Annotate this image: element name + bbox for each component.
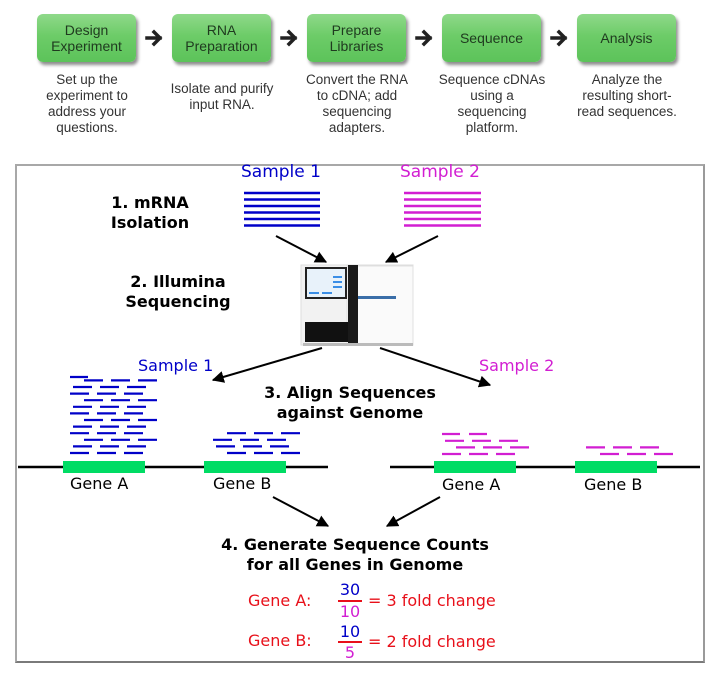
fraction-numerator: 10 <box>339 622 361 641</box>
right-arrow-icon <box>280 29 298 47</box>
right-arrow-icon <box>550 29 568 47</box>
flow-arrow <box>211 347 323 383</box>
gene-box <box>63 461 145 473</box>
gene-a-label-sample1: Gene A <box>70 474 129 493</box>
fraction-numerator: 30 <box>339 580 361 599</box>
gene-box <box>434 461 516 473</box>
flow-arrow <box>384 235 439 263</box>
gene-b-label-sample1: Gene B <box>213 474 272 493</box>
result-gene-label: Gene A: <box>248 591 312 610</box>
gene-box <box>204 461 286 473</box>
sample1-label: Sample 1 <box>241 162 321 182</box>
gene-box <box>575 461 657 473</box>
step-title-line: Analysis <box>600 30 653 46</box>
step-title-line: Experiment <box>51 38 122 54</box>
right-arrow-icon <box>415 29 433 47</box>
step-title-line: Prepare <box>331 22 382 38</box>
sample2-label: Sample 2 <box>400 162 480 182</box>
step-title-line: Preparation <box>185 38 258 54</box>
fold-change-text: = 2 fold change <box>368 632 496 651</box>
flow-arrow <box>379 347 492 388</box>
gene-a-label-sample2: Gene A <box>442 475 501 494</box>
fraction-bar <box>338 600 362 602</box>
step-sequence[interactable]: Sequence <box>442 14 541 62</box>
sample1-align-label: Sample 1 <box>138 356 214 375</box>
result-gene-label: Gene B: <box>248 631 312 650</box>
illumina-sequencer-image <box>300 264 414 346</box>
flow-arrow <box>272 496 330 527</box>
step-title-line: Design <box>64 22 109 38</box>
step-title-line: RNA <box>206 22 237 38</box>
flow-arrow <box>275 235 328 263</box>
step-analysis[interactable]: Analysis <box>577 14 676 62</box>
fraction-denominator: 5 <box>344 643 356 662</box>
fold-change-text: = 3 fold change <box>368 591 496 610</box>
fraction-bar <box>338 641 362 643</box>
fraction-denominator: 10 <box>339 602 361 621</box>
gene-b-label-sample2: Gene B <box>584 475 643 494</box>
sample2-align-label: Sample 2 <box>479 356 555 375</box>
right-arrow-icon <box>145 29 163 47</box>
step-title-line: Libraries <box>329 38 384 54</box>
flow-arrow <box>385 496 441 527</box>
step-title-line: Sequence <box>459 30 524 46</box>
